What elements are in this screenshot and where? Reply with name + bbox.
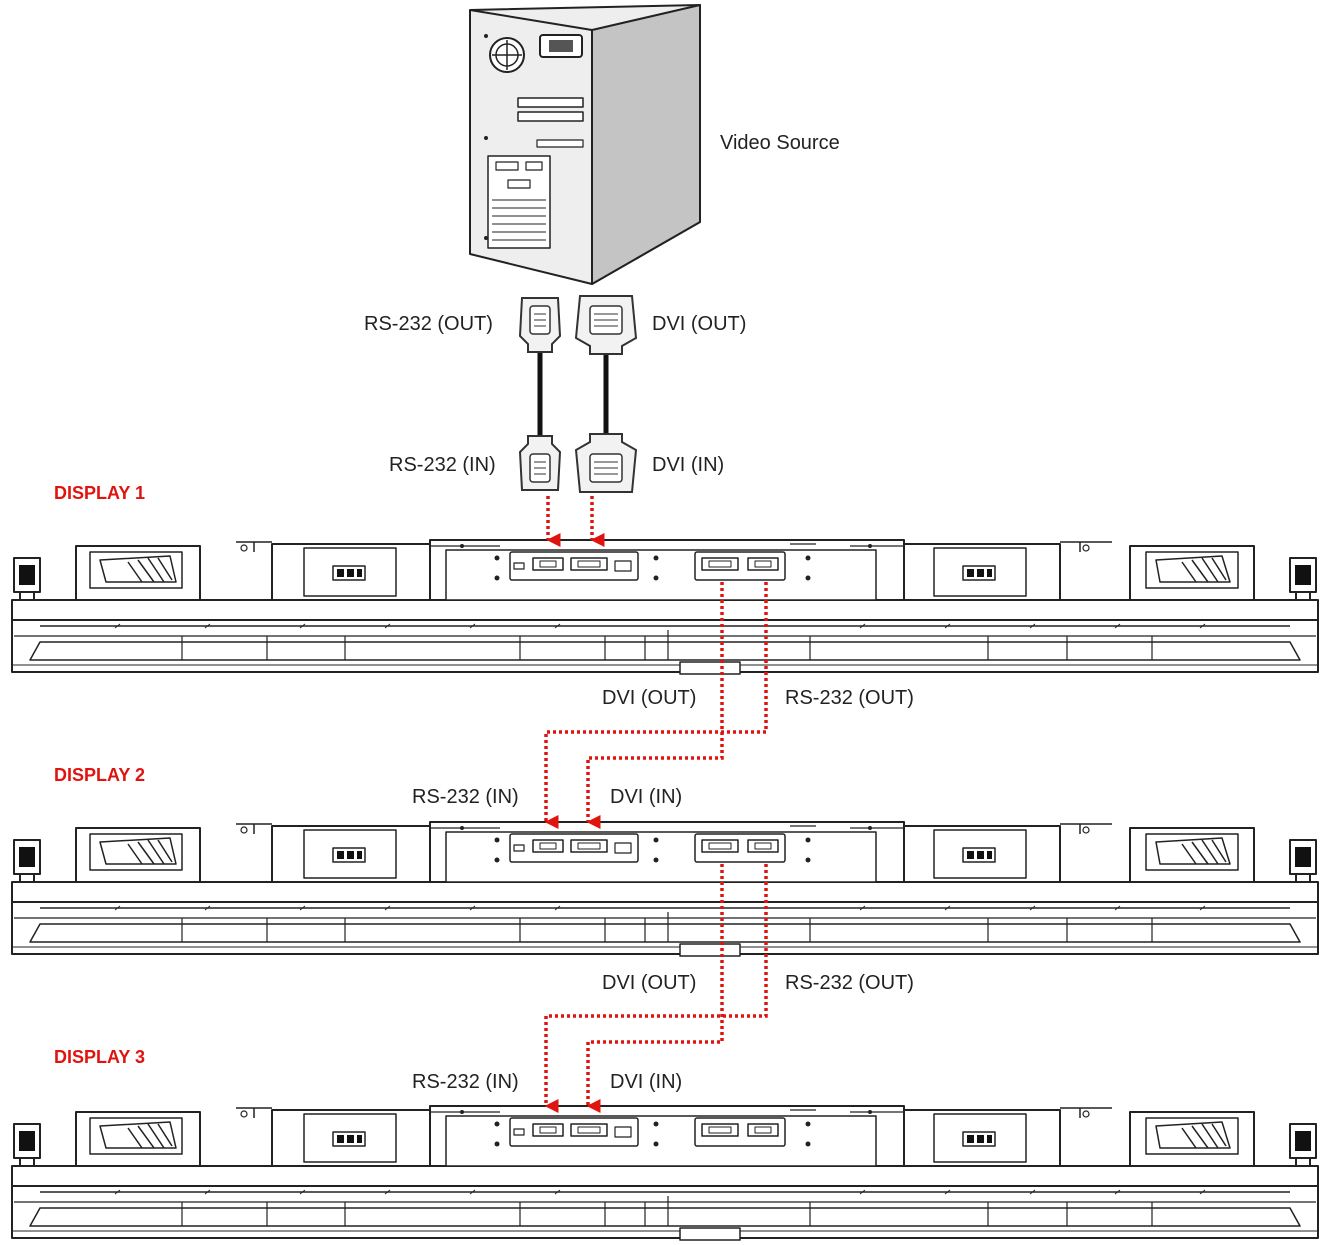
pc-tower-icon — [469, 4, 701, 285]
dvi-in-connector-icon — [574, 433, 638, 493]
display-1-rs232-out-label: RS-232 (OUT) — [785, 687, 914, 709]
display-unit-2 — [11, 821, 1319, 957]
display-3-dvi-in-label: DVI (IN) — [610, 1071, 683, 1093]
link-rs232-display-2-to-3 — [544, 864, 768, 1113]
display-2-title: DISPLAY 2 — [54, 765, 146, 785]
signal-links — [544, 496, 768, 1113]
display-chassis — [11, 821, 1319, 957]
source-rs232-in-label: RS-232 (IN) — [389, 454, 496, 476]
rs232-in-connector-icon — [518, 435, 562, 491]
display-1-dvi-out-label: DVI (OUT) — [602, 687, 697, 709]
source-dvi-in-label: DVI (IN) — [652, 454, 725, 476]
display-unit-1 — [11, 539, 1319, 675]
dvi-out-connector-icon — [574, 295, 638, 355]
link-dvi-display-1-to-2 — [586, 582, 724, 829]
source-rs232-out-label: RS-232 (OUT) — [364, 313, 493, 335]
display-3-title: DISPLAY 3 — [54, 1047, 146, 1067]
display-chassis — [11, 539, 1319, 675]
source-dvi-out-label: DVI (OUT) — [652, 313, 747, 335]
display-chassis — [11, 1105, 1319, 1241]
rs232-out-connector-icon — [518, 297, 562, 353]
rs232-cable — [518, 297, 562, 491]
display-2-dvi-out-label: DVI (OUT) — [602, 972, 697, 994]
display-3-rs232-in-label: RS-232 (IN) — [412, 1071, 519, 1093]
link-dvi-display-2-to-3 — [586, 864, 724, 1113]
dvi-cable — [574, 295, 638, 493]
display-unit-3 — [11, 1105, 1319, 1241]
display-2-dvi-in-label: DVI (IN) — [610, 786, 683, 808]
display-2-rs232-in-label: RS-232 (IN) — [412, 786, 519, 808]
video-source-label: Video Source — [720, 132, 840, 154]
display-2-rs232-out-label: RS-232 (OUT) — [785, 972, 914, 994]
display-1-title: DISPLAY 1 — [54, 483, 146, 503]
link-rs232-display-1-to-2 — [544, 582, 768, 829]
